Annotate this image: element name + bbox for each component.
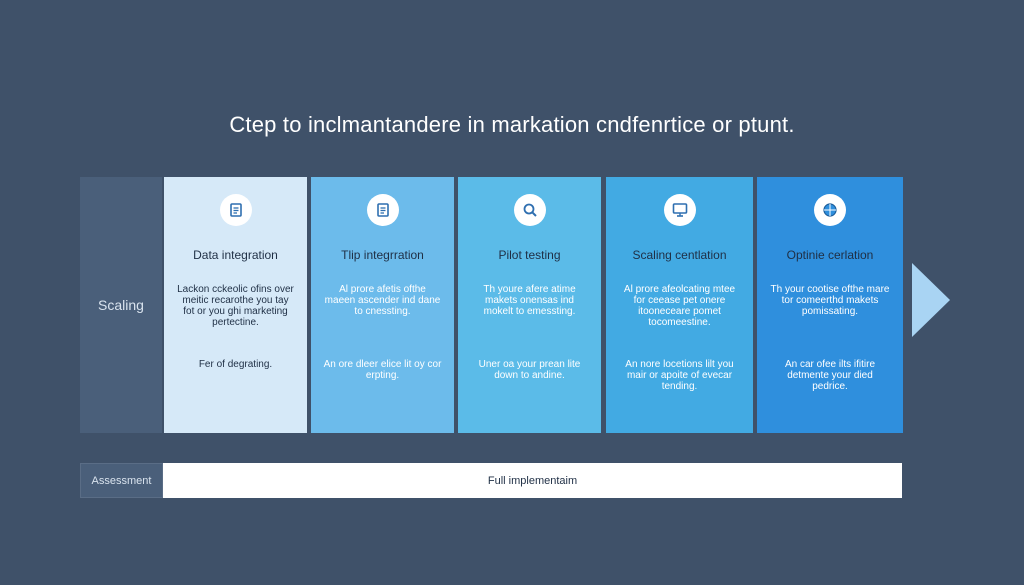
stage-column: Scaling centlation Al prore afeolcating m…: [606, 177, 753, 433]
stage-heading: Data integration: [193, 248, 278, 262]
document-icon: [366, 194, 399, 226]
stage-description: Th your cootise ofthe mare tor comeerthd…: [770, 284, 890, 317]
stage-heading: Optinie cerlation: [786, 248, 874, 262]
stage-heading: Scaling centlation: [632, 248, 727, 262]
stage-column: Optinie cerlation Th your cootise ofthe m…: [757, 177, 903, 433]
diagram-title: Ctep to inclmantandere in markation cndf…: [229, 112, 795, 137]
assessment-label: Assessment: [80, 463, 163, 498]
next-arrow-icon: [912, 263, 950, 337]
stage-column: Pilot testing Th youre afere atime makets…: [458, 177, 601, 433]
stage-note: An car ofee ilts ifitire detmente your d…: [784, 359, 876, 392]
stage-note: An ore dleer elice lit oy cor erpting.: [323, 359, 442, 381]
stage-note: Fer of degrating.: [198, 359, 273, 370]
monitor-icon: [663, 194, 696, 226]
search-icon: [513, 194, 546, 226]
globe-icon: [814, 194, 846, 226]
stage-note: Uner oa your prean lite down to andine.: [478, 359, 581, 381]
full-implementation-bar: Full implementaim: [163, 463, 902, 498]
stage-description: Al prore afeolcating mtee for ceease pet…: [623, 284, 736, 328]
stage-description: Al prore afetis ofthe maeen ascender ind…: [324, 284, 441, 317]
stage-column: Tlip integrration Al prore afetis ofthe m…: [311, 177, 454, 433]
stage-note: An nore locetions lilt you mair or apoit…: [625, 359, 734, 392]
stage-description: Lackon cckeolic ofins over meitic recaro…: [177, 284, 294, 328]
stage-heading: Pilot testing: [498, 248, 561, 262]
stage-description: Th youre afere atime makets onensas ind …: [483, 284, 576, 317]
document-icon: [219, 194, 252, 226]
stage-heading: Tlip integrration: [341, 248, 424, 262]
row-label-scaling: Scaling: [80, 177, 162, 433]
